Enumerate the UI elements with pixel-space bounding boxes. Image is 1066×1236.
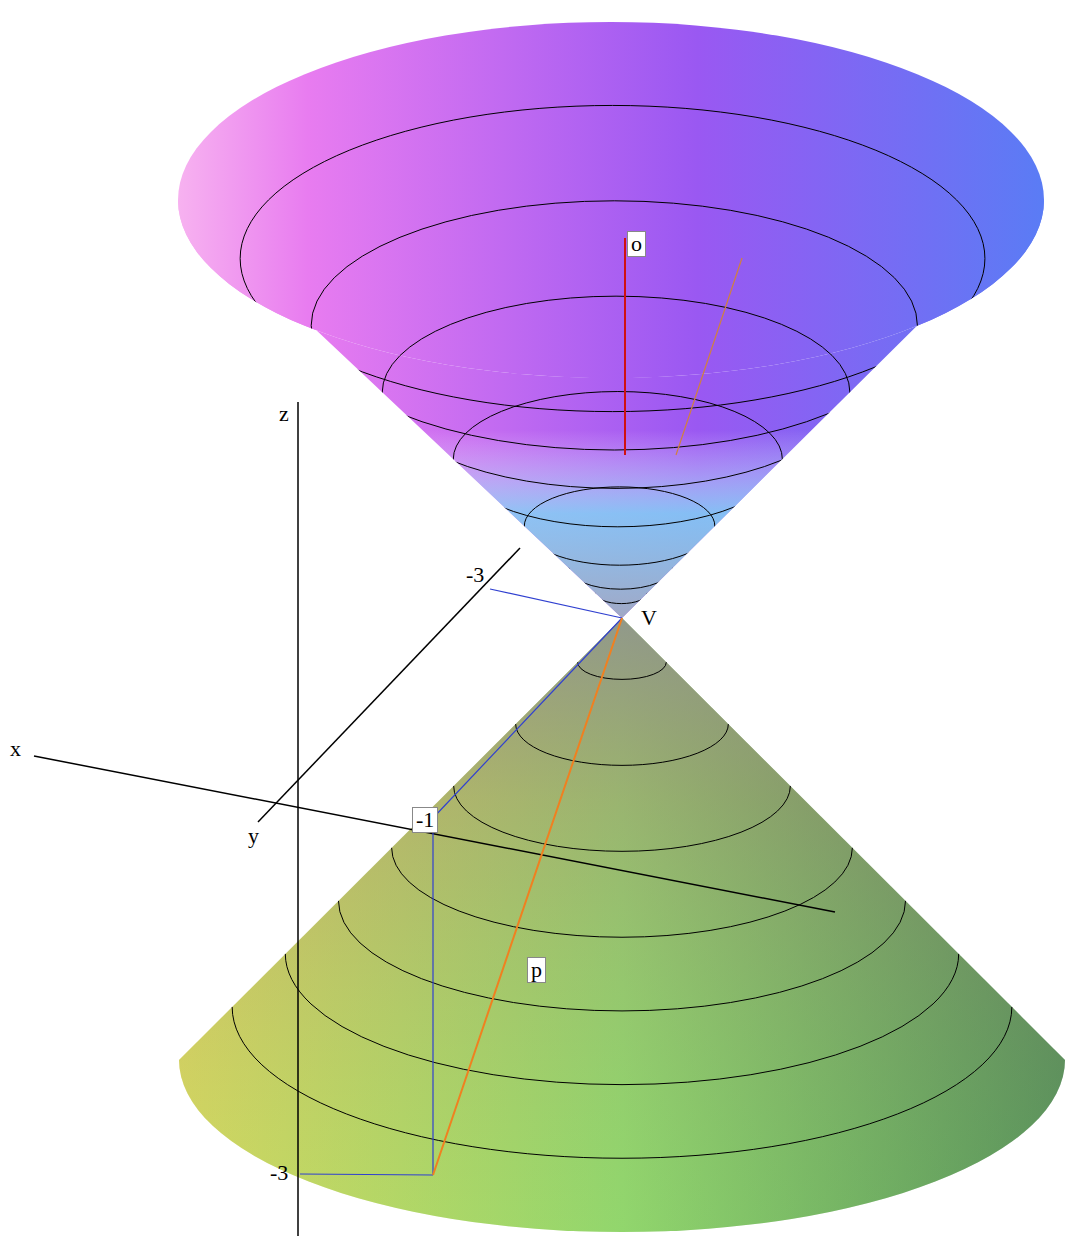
contour-circle [382, 296, 850, 488]
cone-axis [624, 238, 626, 455]
coordinate-value: -3 [270, 1162, 288, 1184]
generator-line [433, 618, 622, 1175]
axis-label: y [248, 825, 259, 847]
contour-circle [338, 901, 905, 1011]
lower-cone [179, 618, 1065, 1232]
axis-label: o [627, 231, 646, 257]
contour-circle [311, 201, 917, 450]
line-label: p [527, 957, 546, 983]
coordinate-value: -3 [466, 564, 484, 586]
contour-circle [240, 105, 985, 411]
axis-label: z [279, 403, 289, 425]
contour-circle [569, 568, 673, 589]
contour-circle [524, 487, 715, 565]
contour-circle [392, 848, 853, 937]
contour-circle [516, 724, 729, 765]
contour-circle [285, 954, 958, 1085]
coordinate-value: -1 [412, 807, 438, 833]
contour-circle [578, 662, 667, 679]
contour-circle [232, 1007, 1012, 1158]
generator-line [676, 258, 742, 455]
axis-label: x [10, 738, 21, 760]
contour-circle [454, 786, 791, 851]
coordinate-axes [34, 402, 835, 1236]
projection-lines [300, 589, 622, 1175]
contour-circle [595, 593, 647, 604]
upper-cone [178, 22, 1044, 618]
point-label: V [641, 607, 657, 629]
